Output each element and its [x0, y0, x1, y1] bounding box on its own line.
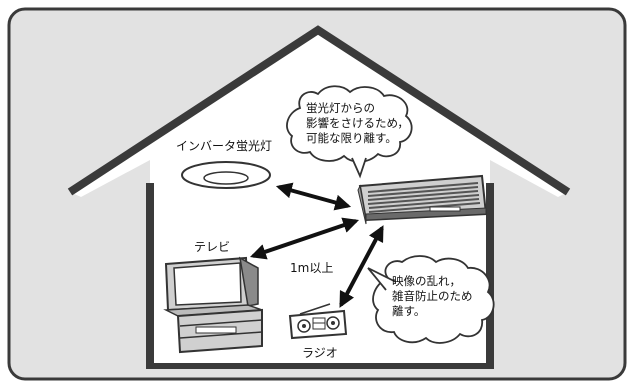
television-icon	[163, 256, 263, 354]
arrow-light-to-ac	[275, 182, 352, 211]
house-roof	[67, 25, 571, 196]
air-conditioner-icon	[357, 174, 488, 225]
noise-note-text: 映像の乱れ， 雑音防止のため 離す。	[392, 274, 473, 319]
radio-icon	[288, 303, 348, 340]
distance-label: 1m以上	[290, 261, 334, 275]
noise-note-line-2: 雑音防止のため	[392, 289, 473, 303]
light-note-line-3: 可能な限り離す。	[306, 131, 397, 145]
light-note-line-2: 影響をさけるため，	[306, 116, 409, 130]
light-note-text: 蛍光灯からの 影響をさけるため， 可能な限り離す。	[306, 101, 409, 146]
inverter-light-label: インバータ蛍光灯	[176, 139, 273, 153]
noise-note-line-1: 映像の乱れ，	[392, 274, 461, 288]
light-note-bubble-tail	[351, 157, 367, 179]
noise-note-bubble-shape	[372, 255, 495, 344]
noise-note-line-3: 離す。	[392, 304, 426, 318]
arrow-tv-to-ac	[249, 217, 360, 260]
fluorescent-light-icon	[181, 161, 271, 189]
light-note-bubble-shape	[286, 85, 413, 163]
tv-label: テレビ	[194, 240, 231, 254]
radio-label: ラジオ	[302, 346, 338, 360]
light-note-line-1: 蛍光灯からの	[306, 101, 375, 115]
arrow-radio-to-ac	[339, 225, 384, 308]
noise-note-bubble-tail	[367, 267, 397, 291]
